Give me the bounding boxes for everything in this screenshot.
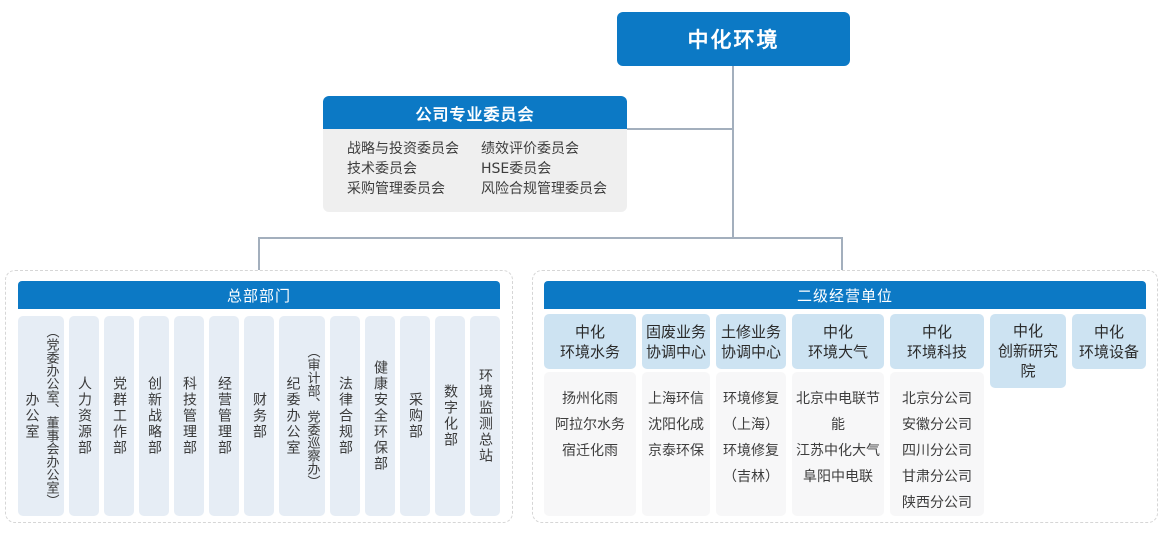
unit-header: 土修业务 协调中心 [716, 314, 786, 369]
dept-column-operations: 经营管理部 [209, 316, 239, 516]
connector-committee-link [627, 128, 733, 130]
unit-body: 北京分公司 安徽分公司 四川分公司 甘肃分公司 陕西分公司 [890, 372, 984, 516]
root-node: 中化环境 [617, 12, 850, 66]
committee-item: HSE委员会 [481, 161, 552, 177]
unit-header: 中化 创新研究院 [990, 314, 1066, 388]
dept-label: 创新战略部 [146, 376, 162, 456]
dept-label: 科技管理部 [181, 376, 197, 456]
committee-item: 战略与投资委员会 [347, 141, 459, 157]
dept-column-hse: 健康安全环保部 [365, 316, 395, 516]
unit-header: 中化 环境大气 [792, 314, 884, 369]
business-unit-row: 中化 环境水务 扬州化雨 阿拉尔水务 宿迁化雨 固废业务 协调中心 上海环信 沈… [544, 314, 1146, 516]
dept-column-innovation-strategy: 创新战略部 [139, 316, 169, 516]
committee-panel-header: 公司专业委员会 [323, 96, 627, 129]
business-units-section: 二级经营单位 中化 环境水务 扬州化雨 阿拉尔水务 宿迁化雨 固废业务 协调中心… [532, 270, 1158, 523]
subsidiary-item: 沈阳化成 [648, 417, 704, 433]
subsidiary-item: 阿拉尔水务 [555, 417, 625, 433]
dept-label: 人力资源部 [76, 376, 92, 456]
hq-section: 总部部门 办公室 （党委办公室、董事会办公室） 人力资源部 党群工作部 [5, 270, 513, 523]
committee-panel-body: 战略与投资委员会 技术委员会 采购管理委员会 绩效评价委员会 HSE委员会 风险… [323, 129, 627, 212]
subsidiary-item: 安徽分公司 [902, 417, 972, 433]
subsidiary-item: 陕西分公司 [902, 495, 972, 511]
unit-column-water: 中化 环境水务 扬州化雨 阿拉尔水务 宿迁化雨 [544, 314, 636, 516]
unit-column-soil-remediation: 土修业务 协调中心 环境修复 （上海） 环境修复 （吉林） [716, 314, 786, 516]
unit-header: 固废业务 协调中心 [642, 314, 710, 369]
unit-body: 扬州化雨 阿拉尔水务 宿迁化雨 [544, 372, 636, 516]
subsidiary-item: 京泰环保 [648, 443, 704, 459]
unit-column-equipment: 中化 环境设备 [1072, 314, 1146, 369]
hq-section-header: 总部部门 [18, 281, 500, 309]
subsidiary-item: 甘肃分公司 [902, 469, 972, 485]
unit-column-science-tech: 中化 环境科技 北京分公司 安徽分公司 四川分公司 甘肃分公司 陕西分公司 [890, 314, 984, 516]
committee-item: 风险合规管理委员会 [481, 181, 607, 197]
unit-body: 上海环信 沈阳化成 京泰环保 [642, 372, 710, 516]
committee-right-column: 绩效评价委员会 HSE委员会 风险合规管理委员会 [481, 139, 607, 199]
subsidiary-item: 北京分公司 [902, 391, 972, 407]
unit-column-solid-waste: 固废业务 协调中心 上海环信 沈阳化成 京泰环保 [642, 314, 710, 516]
dept-column-env-monitoring: 环境监测总站 [470, 316, 500, 516]
subsidiary-item: 宿迁化雨 [562, 443, 618, 459]
connector-branch [258, 237, 843, 239]
dept-label: 党群工作部 [111, 376, 127, 456]
connector-drop-left [258, 237, 260, 271]
dept-label: 法律合规部 [337, 376, 353, 456]
committee-item: 技术委员会 [347, 161, 417, 177]
subsidiary-item: 环境修复 （上海） [723, 391, 779, 433]
dept-label: 健康安全环保部 [372, 360, 388, 472]
committee-panel: 公司专业委员会 战略与投资委员会 技术委员会 采购管理委员会 绩效评价委员会 H… [323, 96, 627, 212]
dept-column-legal: 法律合规部 [330, 316, 360, 516]
unit-header: 中化 环境设备 [1072, 314, 1146, 369]
dept-column-discipline: 纪委办公室 （审计部、党委巡察办） [279, 316, 325, 516]
connector-drop-right [841, 237, 843, 271]
dept-column-digital: 数字化部 [435, 316, 465, 516]
dept-label: 采购部 [407, 392, 423, 440]
unit-body: 环境修复 （上海） 环境修复 （吉林） [716, 372, 786, 516]
unit-column-innovation-institute: 中化 创新研究院 [990, 314, 1066, 388]
subsidiary-item: 环境修复 （吉林） [723, 443, 779, 485]
subsidiary-item: 江苏中化大气 [796, 443, 880, 459]
connector-trunk [732, 66, 734, 239]
dept-label: 纪委办公室 （审计部、党委巡察办） [284, 344, 320, 488]
unit-body: 北京中电联节能 江苏中化大气 阜阳中电联 [792, 372, 884, 516]
subsidiary-item: 四川分公司 [902, 443, 972, 459]
subsidiary-item: 北京中电联节能 [796, 391, 880, 433]
subsidiary-item: 扬州化雨 [562, 391, 618, 407]
dept-label: 数字化部 [442, 384, 458, 448]
dept-column-procurement: 采购部 [400, 316, 430, 516]
unit-header: 中化 环境水务 [544, 314, 636, 369]
dept-label: 环境监测总站 [477, 368, 493, 464]
dept-label: 财务部 [251, 392, 267, 440]
business-units-section-header: 二级经营单位 [544, 281, 1146, 309]
committee-item: 采购管理委员会 [347, 181, 445, 197]
dept-label: 经营管理部 [216, 376, 232, 456]
root-node-label: 中化环境 [687, 28, 780, 52]
unit-header: 中化 环境科技 [890, 314, 984, 369]
dept-column-technology: 科技管理部 [174, 316, 204, 516]
subsidiary-item: 上海环信 [648, 391, 704, 407]
hq-department-row: 办公室 （党委办公室、董事会办公室） 人力资源部 党群工作部 创新战略部 [18, 316, 500, 516]
dept-label: 办公室 （党委办公室、董事会办公室） [23, 325, 59, 507]
dept-column-party-mass: 党群工作部 [104, 316, 134, 516]
committee-left-column: 战略与投资委员会 技术委员会 采购管理委员会 [347, 139, 481, 199]
unit-column-atmosphere: 中化 环境大气 北京中电联节能 江苏中化大气 阜阳中电联 [792, 314, 884, 516]
dept-column-general-office: 办公室 （党委办公室、董事会办公室） [18, 316, 64, 516]
dept-column-finance: 财务部 [244, 316, 274, 516]
dept-column-hr: 人力资源部 [69, 316, 99, 516]
committee-item: 绩效评价委员会 [481, 141, 579, 157]
subsidiary-item: 阜阳中电联 [803, 469, 873, 485]
